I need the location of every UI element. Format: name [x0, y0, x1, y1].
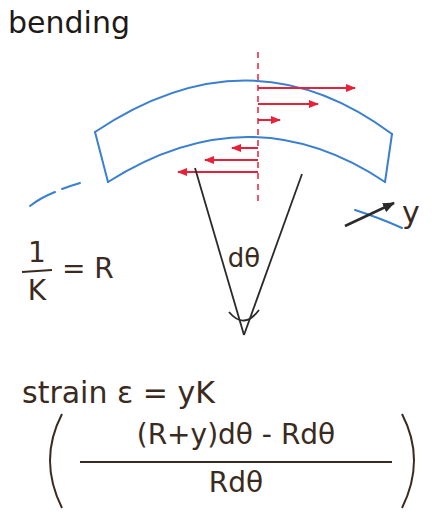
stress-arrows	[178, 88, 355, 172]
fraction-denominator: Rdθ	[209, 468, 263, 499]
neutral-axis	[257, 52, 259, 205]
title: bending	[8, 6, 130, 39]
parenthesis	[50, 414, 62, 508]
equation-text: strain ε = yK	[22, 376, 215, 409]
angle-wedge	[195, 168, 302, 335]
fraction-numerator: 1	[28, 238, 46, 269]
y-axis-arrow	[345, 203, 394, 226]
fraction-bar	[80, 461, 392, 463]
fraction-numerator: (R+y)dθ - Rdθ	[137, 420, 336, 451]
beam-outline	[30, 80, 402, 228]
axis-label: y	[402, 196, 420, 229]
fraction-bar	[22, 270, 52, 272]
angle-label: dθ	[228, 244, 260, 273]
fraction-denominator: K	[28, 276, 46, 307]
parenthesis	[402, 414, 414, 508]
equation-text: = R	[62, 254, 114, 285]
